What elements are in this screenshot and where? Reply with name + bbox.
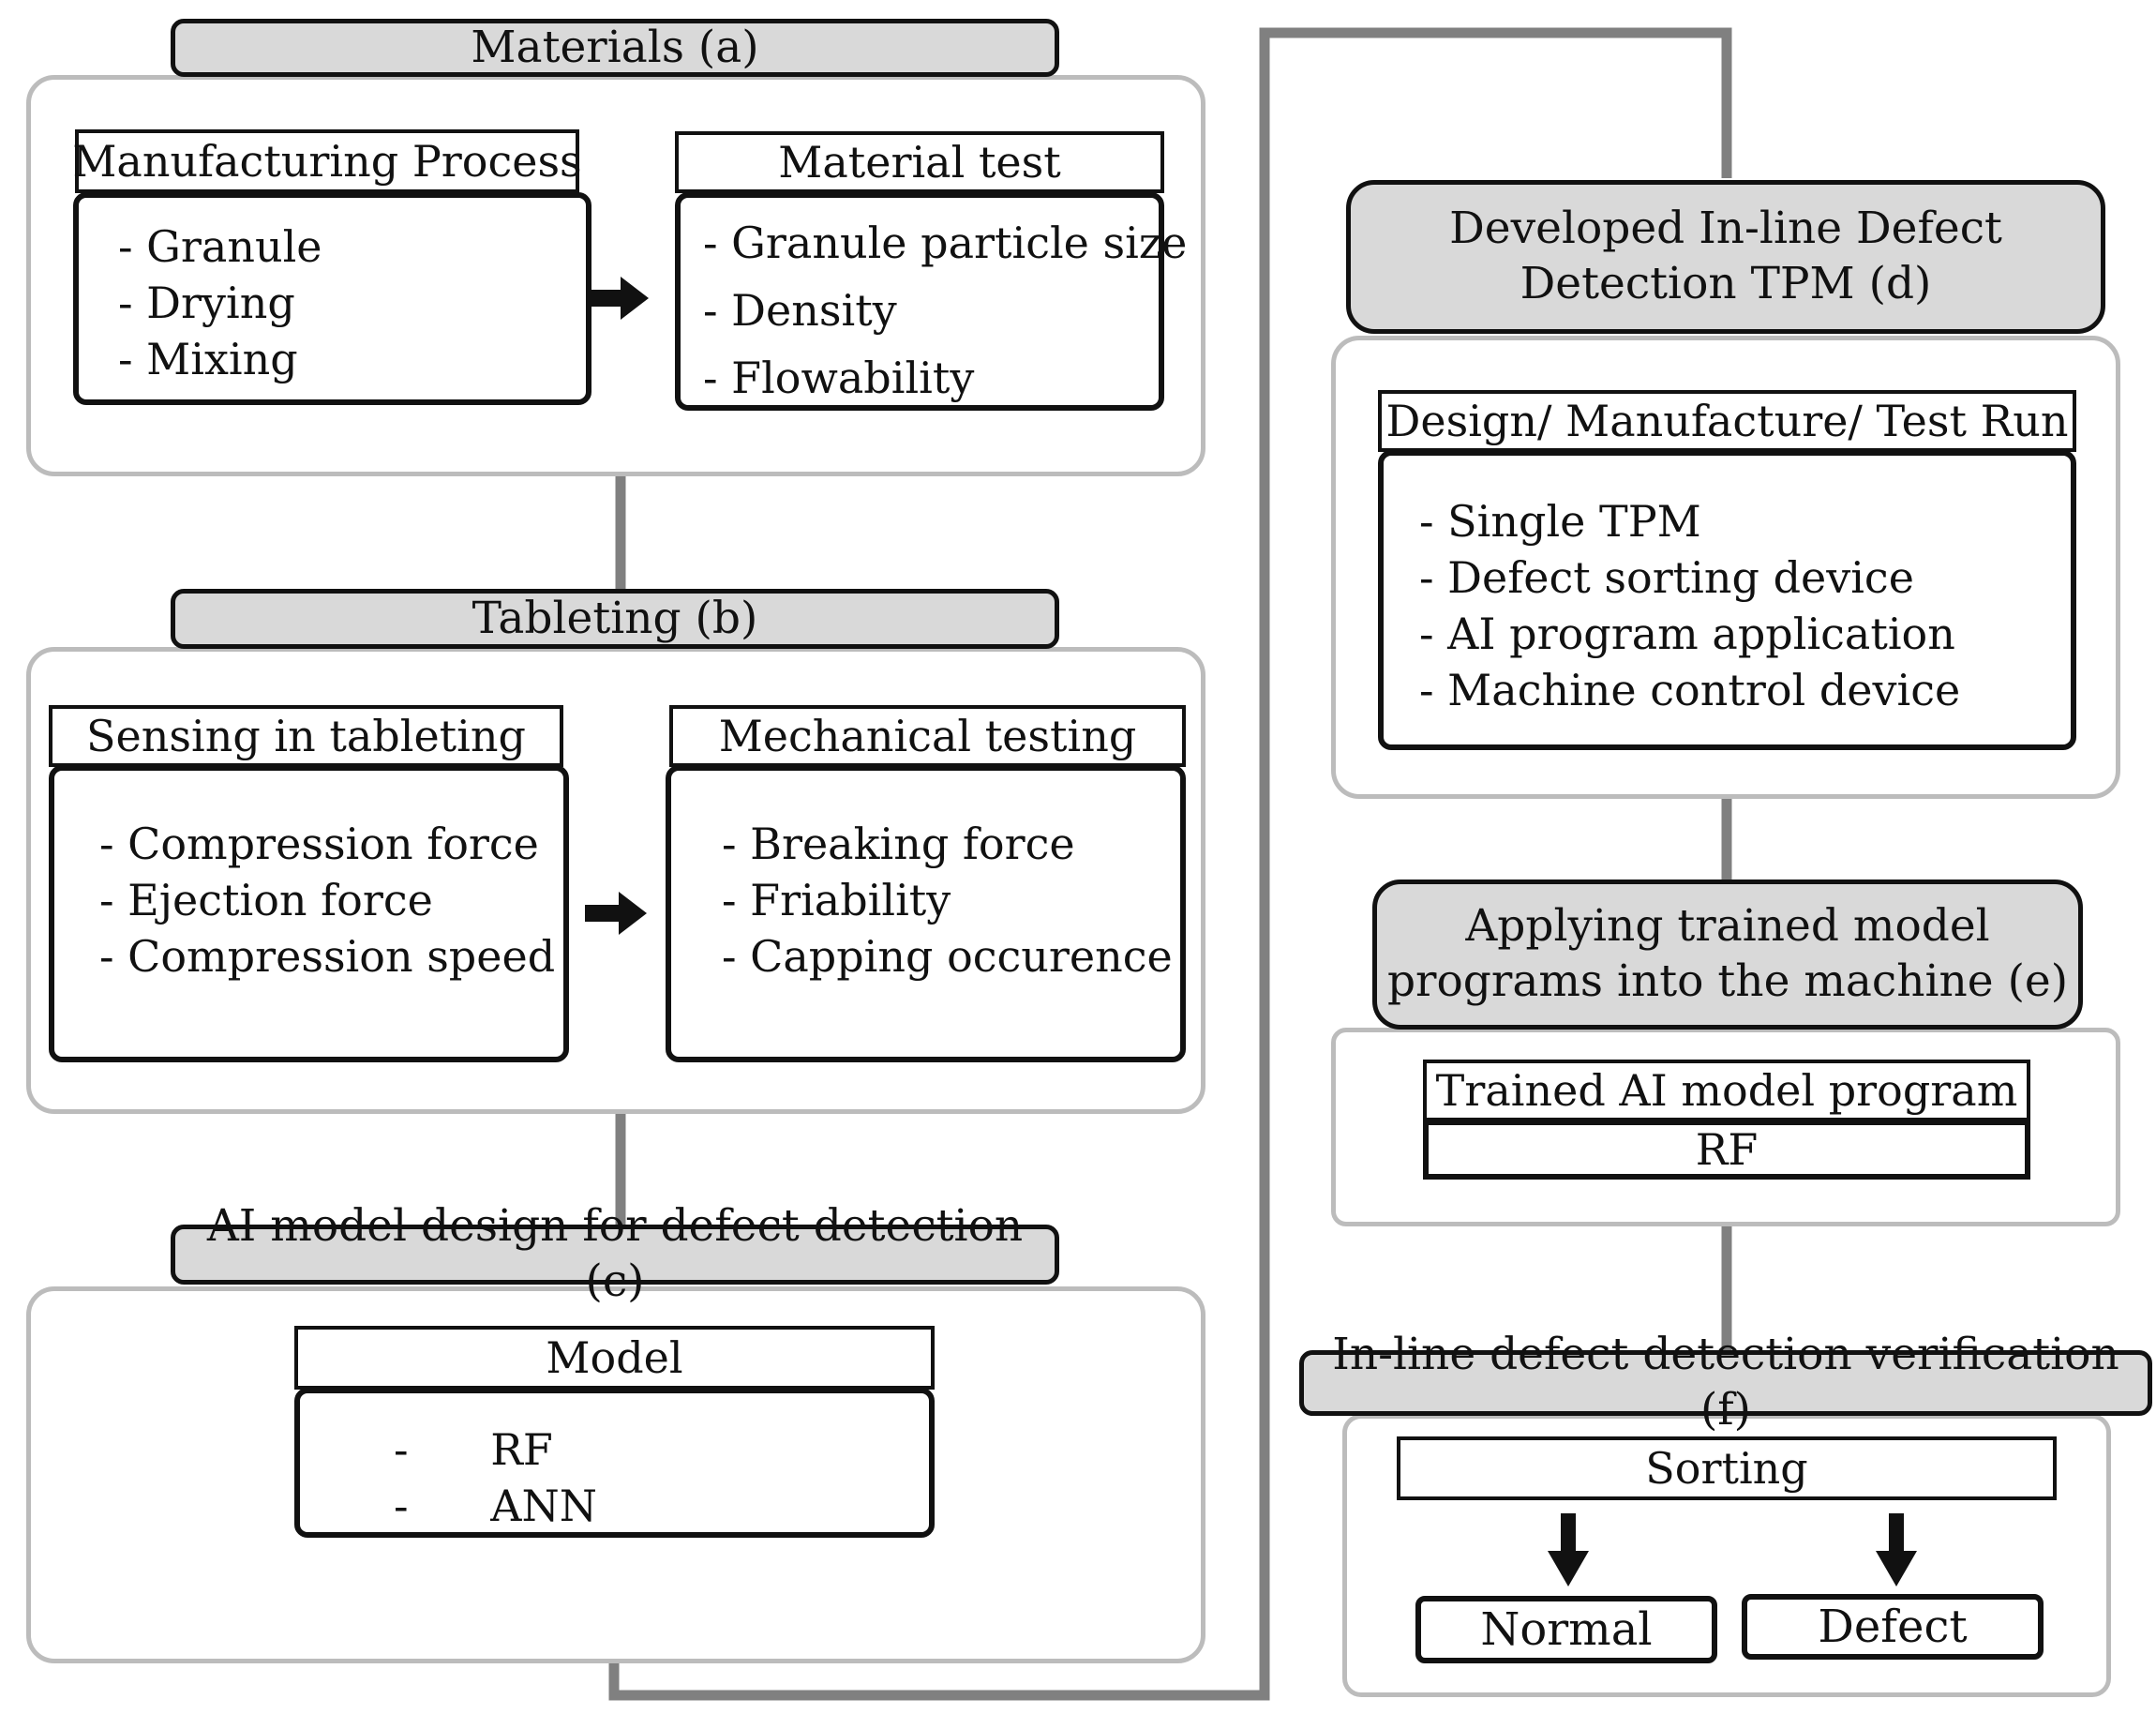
material-test-label-text: Material test	[778, 137, 1061, 188]
ai-design-header: AI model design for defect detection (c)	[171, 1200, 1059, 1307]
tableting-header-text: Tableting (b)	[472, 592, 758, 644]
model-box: - RF - ANN	[294, 1388, 935, 1538]
process-label: Manufacturing Process	[72, 129, 582, 193]
tpm-label: Design/ Manufacture/ Test Run	[1378, 390, 2076, 452]
sorting-label: Sorting	[1397, 1436, 2057, 1500]
tpm-item: - Machine control device	[1419, 665, 1961, 715]
mechanical-label-text: Mechanical testing	[718, 711, 1137, 761]
arrow-down-icon	[1548, 1513, 1589, 1586]
sensing-label-text: Sensing in tableting	[86, 711, 526, 761]
tpm-item: - AI program application	[1419, 609, 1955, 659]
mechanical-item: - Friability	[722, 875, 951, 925]
process-label-text: Manufacturing Process	[72, 136, 582, 187]
test-item: - Density	[703, 285, 897, 336]
applying-header-line1: Applying trained model	[1465, 900, 1990, 953]
verification-header: In-line defect detection verification (f…	[1299, 1329, 2152, 1436]
tpm-header-line1: Developed In-line Defect	[1449, 203, 2002, 255]
mechanical-item: - Capping occurence	[722, 931, 1173, 982]
material-test-box: - Granule particle size - Density - Flow…	[675, 192, 1188, 411]
verification-header-text: In-line defect detection verification (f…	[1332, 1329, 2119, 1436]
test-item: - Granule particle size	[703, 218, 1188, 268]
arrow-down-icon	[1876, 1513, 1917, 1586]
model-label: Model	[294, 1326, 935, 1390]
test-item: - Flowability	[703, 353, 975, 403]
normal-box: Normal	[1415, 1596, 1717, 1663]
sensing-box: - Compression force - Ejection force - C…	[49, 765, 569, 1062]
sensing-item: - Compression force	[99, 819, 539, 869]
tpm-header: Developed In-line Defect Detection TPM (…	[1346, 180, 2105, 334]
trained-model-label-text: Trained AI model program	[1435, 1065, 2018, 1116]
model-item: - ANN	[394, 1481, 597, 1531]
trained-model-value-text: RF	[1695, 1124, 1759, 1175]
mechanical-box: - Breaking force - Friability - Capping …	[666, 765, 1186, 1062]
tpm-label-text: Design/ Manufacture/ Test Run	[1385, 396, 2069, 446]
normal-label-text: Normal	[1480, 1603, 1653, 1656]
tpm-item: - Defect sorting device	[1419, 552, 1914, 603]
process-item: - Granule	[118, 221, 322, 272]
arrow-right-icon	[585, 892, 647, 935]
mechanical-item: - Breaking force	[722, 819, 1075, 869]
arrow-right-icon	[587, 277, 649, 320]
model-item: - RF	[394, 1424, 553, 1475]
tpm-box: - Single TPM - Defect sorting device - A…	[1378, 450, 2076, 750]
sorting-label-text: Sorting	[1645, 1443, 1808, 1494]
applying-header: Applying trained model programs into the…	[1372, 880, 2083, 1030]
applying-header-line2: programs into the machine (e)	[1386, 955, 2069, 1007]
process-box: - Granule - Drying - Mixing	[73, 192, 591, 405]
sensing-item: - Ejection force	[99, 875, 433, 925]
sensing-label: Sensing in tableting	[49, 705, 563, 767]
trained-model-value: RF	[1423, 1120, 2030, 1180]
materials-header: Materials (a)	[171, 19, 1059, 77]
materials-header-text: Materials (a)	[471, 21, 759, 73]
model-label-text: Model	[546, 1332, 683, 1383]
sensing-item: - Compression speed	[99, 931, 556, 982]
process-item: - Drying	[118, 278, 295, 328]
defect-box: Defect	[1742, 1594, 2044, 1660]
tpm-item: - Single TPM	[1419, 496, 1701, 547]
tableting-header: Tableting (b)	[171, 589, 1059, 649]
ai-design-header-text: AI model design for defect detection (c)	[206, 1200, 1024, 1307]
trained-model-label: Trained AI model program	[1423, 1060, 2030, 1121]
tpm-header-line2: Detection TPM (d)	[1520, 258, 1932, 309]
defect-label-text: Defect	[1818, 1601, 1968, 1653]
process-item: - Mixing	[118, 334, 298, 384]
material-test-label: Material test	[675, 131, 1164, 193]
mechanical-label: Mechanical testing	[669, 705, 1186, 767]
